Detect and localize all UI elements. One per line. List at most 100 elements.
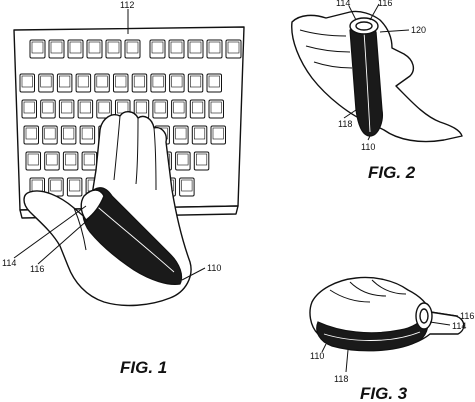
keycap [21,99,37,119]
ref-118-fig3: 118 [334,374,348,384]
keycap [208,99,224,119]
ref-114-fig2: 114 [336,0,350,8]
ref-116: 116 [30,264,44,274]
ref-110-fig2: 110 [361,142,375,152]
thumb-loop-inner-fig2 [355,21,373,31]
keycap-face [171,75,183,88]
ref-112: 112 [120,0,134,10]
leader-110-fig3 [321,343,327,353]
keycap-face [88,41,101,54]
leader-114-fig2 [348,5,357,21]
keycap-face [44,127,56,140]
keycap-face [50,41,63,54]
keycap-face [98,101,110,114]
finger-line-fig3-1 [329,289,371,303]
keycap-face [21,75,33,88]
finger-line-fig2-2 [305,45,351,53]
keycap-face [190,75,202,88]
ref-114-fig3: 114 [452,321,466,331]
ref-118-fig2: 118 [338,119,352,129]
keycap [94,73,110,93]
keycap-face [208,41,221,54]
keycap [38,73,54,93]
finger-line-3 [153,127,157,191]
keycap [152,99,168,119]
figure-2-label: FIG. 2 [368,163,416,182]
keycap-face [81,127,93,140]
keycap [193,151,210,171]
ref-116-fig3: 116 [460,311,474,321]
keycap [169,73,185,93]
keycap-face [196,153,208,166]
keycap [79,125,96,145]
keycap [105,39,122,59]
keycap [189,99,206,119]
leader-114-fig3 [429,321,451,326]
thumb-crease [73,207,87,251]
figure-2: 114 116 120 118 110 FIG. 2 [291,0,463,182]
keycap [187,39,204,59]
leader-118-fig3 [345,349,349,373]
ref-116-fig2: 116 [378,0,392,8]
keycap-face [77,75,89,88]
keycap-face [107,41,120,54]
keycap-face [173,101,185,114]
ref-120-fig2: 120 [411,25,426,35]
keycap [96,99,112,119]
keycap [131,73,148,93]
keycap [113,73,129,93]
keycap [150,73,166,93]
keycap [225,39,242,59]
keycap-face [59,75,71,88]
keycap-face [83,153,95,166]
keycap-face [65,153,77,166]
keycap-face [126,41,139,54]
keycap [206,39,223,59]
keycap-face [69,41,82,54]
keycap [66,177,83,197]
keycap [191,125,208,145]
keycap [23,125,39,145]
keycap [187,73,204,93]
keycap-face [194,127,206,140]
figure-3-label: FIG. 3 [360,384,408,402]
keycap-face [42,101,54,114]
figure-3: 116 114 110 118 FIG. 3 [309,276,474,402]
keycap-face [69,179,81,192]
finger-line-2 [135,117,139,185]
keycap-face [23,101,35,114]
keycap-face [96,75,108,88]
keycap [210,125,226,145]
finger-line-fig2-1 [299,29,347,37]
keycap-face [40,75,52,88]
ref-110: 110 [207,263,221,273]
keycap [67,39,84,59]
keycap-face [61,101,73,114]
keycap-face [135,101,147,114]
wrap-stitch-fig3 [323,331,421,341]
keycap [44,151,60,171]
keycap [168,39,185,59]
keycap-face [46,153,58,166]
keycap [48,39,65,59]
keycap [19,73,35,93]
leader-118-fig2 [343,109,357,119]
keycap-face [170,41,183,54]
leader-116-fig3 [431,311,459,317]
ref-114: 114 [2,258,16,268]
keycap-face [192,101,204,114]
wrap-band-fig1 [80,187,183,285]
keycap [56,73,73,93]
keycap-face [115,75,127,88]
keycap [62,151,79,171]
finger-line-fig3-2 [349,281,387,297]
keycap [173,125,189,145]
leader-110-fig2 [367,135,371,141]
keycap [40,99,56,119]
figure-1: 112 110 114 116 FIG. 1 [2,0,245,377]
keycap [179,177,195,197]
keycap-face [25,127,37,140]
keycap-face [175,127,187,140]
keycap [29,39,46,59]
